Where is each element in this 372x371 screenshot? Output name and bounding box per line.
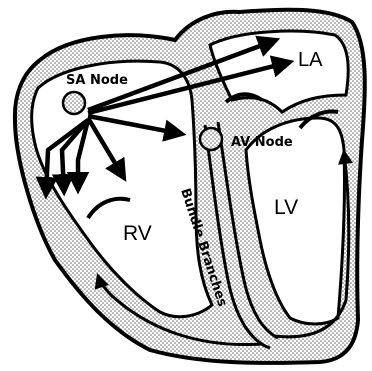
lv-label: LV (274, 196, 298, 219)
la-label: LA (298, 49, 323, 71)
rv-label: RV (123, 222, 152, 245)
av-node-marker (200, 128, 222, 150)
sa-node-marker (63, 92, 85, 114)
sa-node-label: SA Node (66, 73, 128, 88)
av-node-label: AV Node (231, 135, 293, 150)
